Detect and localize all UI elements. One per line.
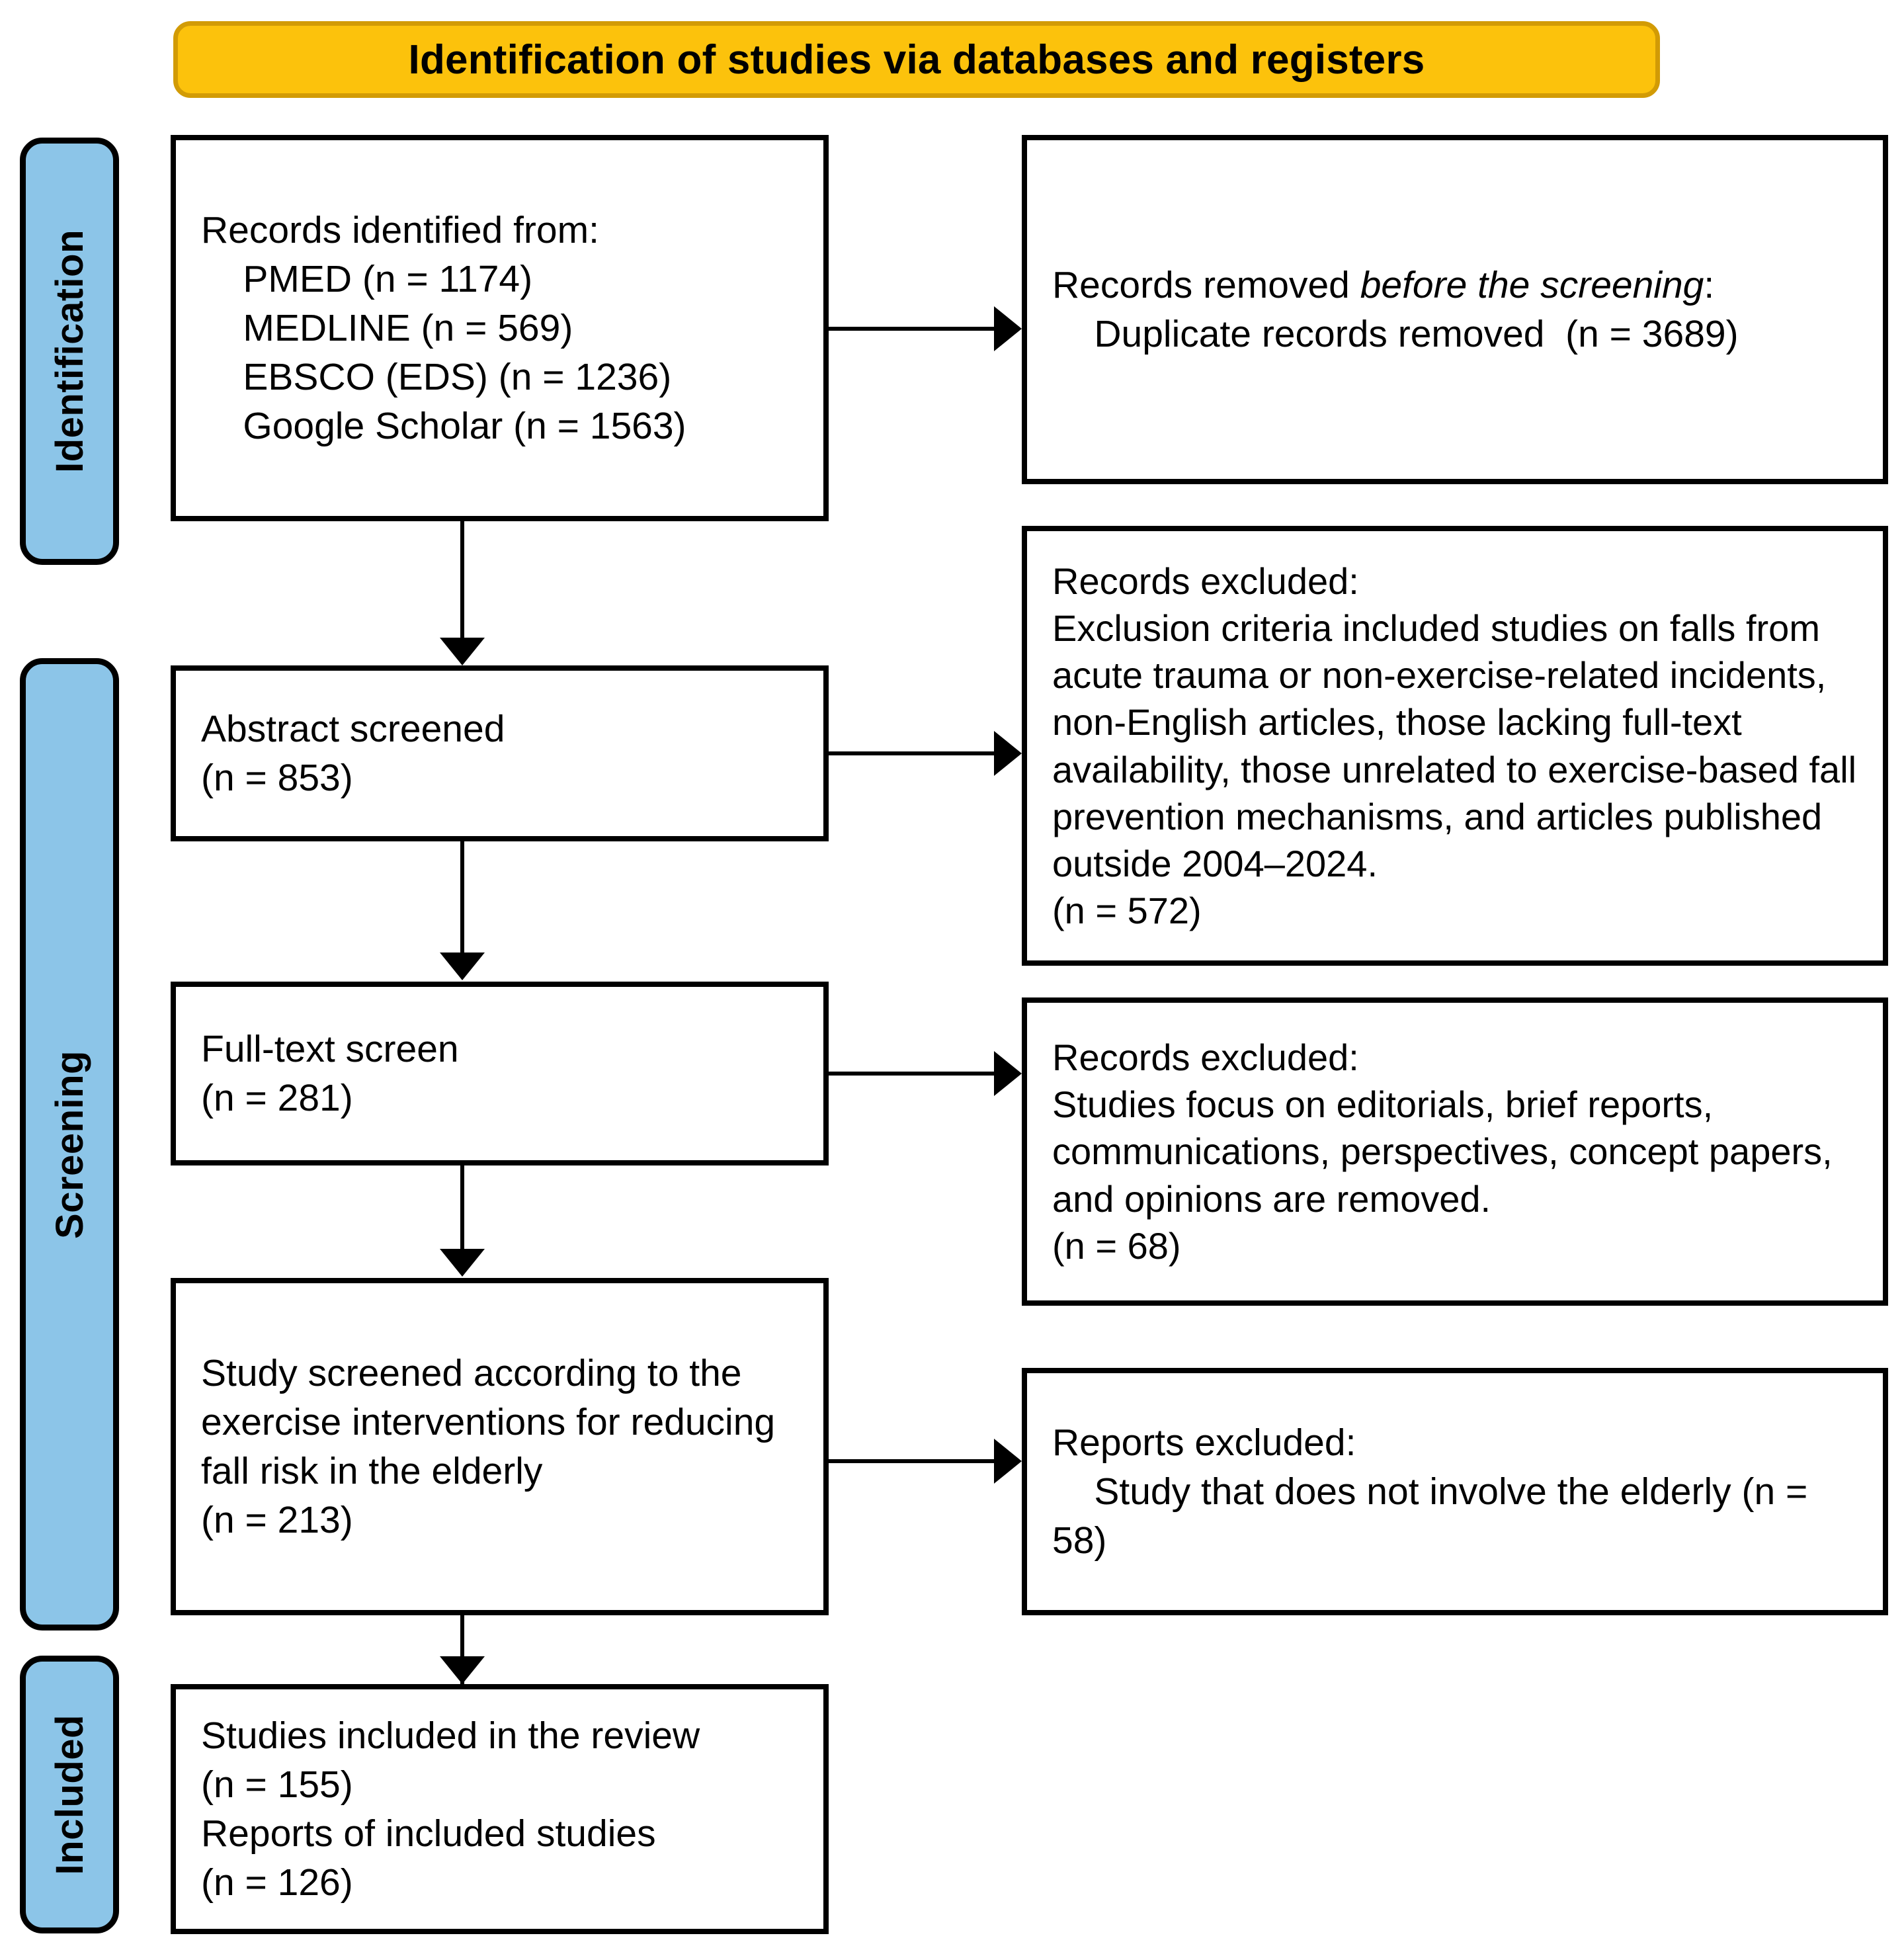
stage-label-included: Included (20, 1656, 119, 1933)
arrowhead-study-to-included (440, 1656, 485, 1684)
box-records-removed-text: Records removed before the screening: Du… (1027, 261, 1753, 359)
box-records-identified-text: Records identified from: PMED (n = 1174)… (201, 208, 686, 448)
stage-label-screening-text: Screening (48, 1050, 91, 1239)
connector-study-to-included (460, 1615, 464, 1684)
box-records-excluded-abstract-text: Records excluded: Exclusion criteria inc… (1052, 560, 1857, 931)
stage-label-identification-text: Identification (48, 230, 91, 473)
phase-banner-title: Identification of studies via databases … (408, 36, 1425, 83)
box-study-screened: Study screened according to the exercise… (171, 1278, 829, 1615)
box-study-screened-text: Study screened according to the exercise… (201, 1351, 776, 1542)
connector-fulltext-to-excluded (829, 1072, 994, 1076)
box-reports-excluded-text: Reports excluded: Study that does not in… (1052, 1421, 1808, 1562)
connector-abstract-to-fulltext (460, 841, 464, 953)
connector-fulltext-to-study (460, 1165, 464, 1249)
box-records-excluded-abstract: Records excluded: Exclusion criteria inc… (1022, 526, 1888, 966)
records-removed-lead: Records removed (1052, 263, 1360, 306)
records-removed-emphasis: before the screening (1360, 263, 1704, 306)
stage-label-identification: Identification (20, 138, 119, 565)
connector-study-to-reports-excluded (829, 1459, 994, 1463)
box-records-removed-before-screening: Records removed before the screening: Du… (1022, 135, 1888, 484)
arrowhead-abstract-to-excluded (994, 731, 1022, 776)
phase-banner-identification: Identification of studies via databases … (173, 21, 1660, 98)
arrowhead-identified-to-removed (994, 306, 1022, 351)
arrowhead-fulltext-to-study (440, 1249, 485, 1277)
connector-identified-to-removed (829, 327, 994, 331)
connector-identified-to-abstract (460, 521, 464, 638)
box-records-identified: Records identified from: PMED (n = 1174)… (171, 135, 829, 521)
box-studies-included-text: Studies included in the review (n = 155)… (201, 1714, 700, 1904)
box-abstract-screened-text: Abstract screened (n = 853) (201, 707, 505, 799)
records-removed-tail: : Duplicate records removed (n = 3689) (1094, 263, 1739, 355)
arrowhead-identified-to-abstract (440, 638, 485, 665)
stage-label-included-text: Included (48, 1714, 91, 1875)
stage-label-screening: Screening (20, 658, 119, 1630)
arrowhead-study-to-reports-excluded (994, 1439, 1022, 1484)
box-full-text-screen-text: Full-text screen (n = 281) (201, 1027, 459, 1119)
arrowhead-fulltext-to-excluded (994, 1051, 1022, 1096)
arrowhead-abstract-to-fulltext (440, 953, 485, 980)
box-reports-excluded: Reports excluded: Study that does not in… (1022, 1368, 1888, 1615)
box-records-excluded-fulltext-text: Records excluded: Studies focus on edito… (1052, 1037, 1833, 1267)
box-records-excluded-fulltext: Records excluded: Studies focus on edito… (1022, 997, 1888, 1306)
box-studies-included: Studies included in the review (n = 155)… (171, 1684, 829, 1934)
box-abstract-screened: Abstract screened (n = 853) (171, 665, 829, 841)
box-full-text-screen: Full-text screen (n = 281) (171, 982, 829, 1165)
connector-abstract-to-excluded (829, 751, 994, 755)
